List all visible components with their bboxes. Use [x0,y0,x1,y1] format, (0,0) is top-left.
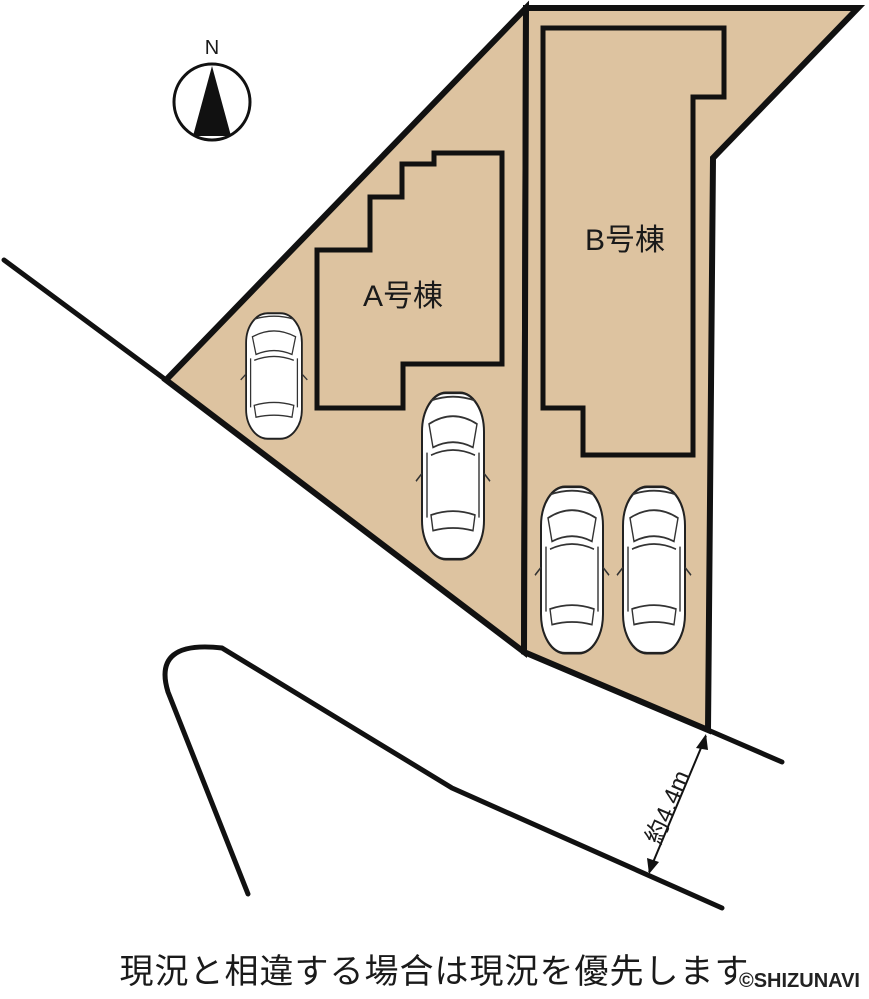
road-width-dimension: 約4.4m [641,734,708,874]
road-line-northwest [1,257,169,383]
road-line-south [162,644,725,911]
footer-note: 現況と相違する場合は現況を優先します [119,952,750,992]
car-icon [615,485,693,655]
building-b-label: B号棟 [585,224,665,257]
car-icon [414,391,492,561]
copyright-mark: ©SHIZUNAVI [735,969,863,994]
car-icon [533,485,611,655]
road-line-east [705,727,785,765]
car-icon [239,312,309,440]
building-b-footprint [540,25,727,458]
building-a-label: A号棟 [363,280,443,313]
road-width-label: 約4.4m [641,767,696,849]
north-arrow-icon: N [172,37,252,142]
building-a-footprint [314,150,505,411]
compass-letter: N [205,37,219,59]
